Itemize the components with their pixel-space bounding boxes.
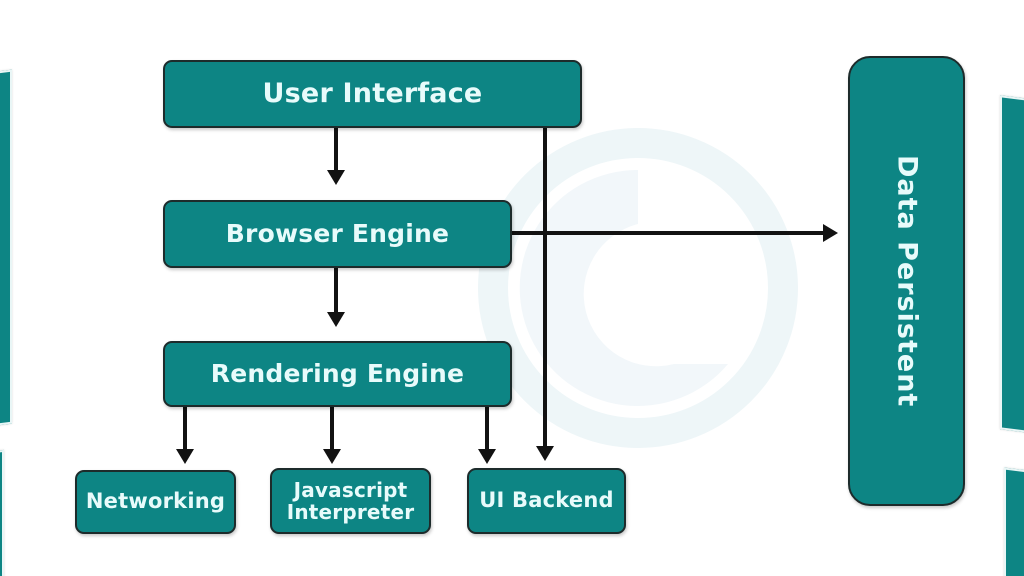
connector-rendering-engine-to-js-interpreter — [330, 407, 334, 453]
right-edge-decoration-top — [1000, 95, 1024, 435]
node-label-javascript-interpreter-line1: Javascript — [293, 477, 408, 502]
node-label-ui-backend: UI Backend — [479, 488, 614, 513]
arrowhead-data-persistent — [823, 224, 838, 242]
node-label-browser-engine: Browser Engine — [225, 219, 450, 248]
left-edge-decoration-bottom — [0, 449, 4, 576]
left-edge-decoration-top — [0, 69, 12, 429]
arrowhead-js-interpreter — [323, 449, 341, 464]
node-user-interface[interactable]: User Interface — [163, 60, 582, 128]
connector-user-interface-to-browser-engine — [334, 128, 338, 174]
arrowhead-browser-engine — [327, 170, 345, 185]
right-edge-decoration-bottom — [1004, 467, 1024, 576]
node-label-javascript-interpreter: Javascript Interpreter — [286, 477, 415, 524]
node-javascript-interpreter[interactable]: Javascript Interpreter — [270, 468, 431, 534]
arrowhead-ui-backend — [478, 449, 496, 464]
arrowhead-rendering-engine — [327, 312, 345, 327]
connector-rendering-engine-to-ui-backend — [485, 407, 489, 453]
connector-browser-engine-to-data-persistent — [511, 231, 827, 235]
watermark-logo-icon — [478, 128, 798, 448]
node-label-javascript-interpreter-line2: Interpreter — [286, 500, 415, 524]
node-label-networking: Networking — [85, 489, 226, 514]
node-networking[interactable]: Networking — [75, 470, 236, 534]
node-label-user-interface: User Interface — [262, 77, 483, 109]
node-browser-engine[interactable]: Browser Engine — [163, 200, 512, 268]
node-label-data-persistent: Data Persistent — [891, 154, 923, 408]
node-data-persistent[interactable]: Data Persistent — [848, 56, 965, 506]
connector-user-interface-to-ui-backend — [543, 128, 547, 450]
node-label-rendering-engine: Rendering Engine — [210, 359, 465, 388]
connector-browser-engine-to-rendering-engine — [334, 268, 338, 316]
arrowhead-ui-backend-from-user-interface — [536, 446, 554, 461]
arrowhead-networking — [176, 449, 194, 464]
node-rendering-engine[interactable]: Rendering Engine — [163, 341, 512, 407]
connector-rendering-engine-to-networking — [183, 407, 187, 453]
node-ui-backend[interactable]: UI Backend — [467, 468, 626, 534]
